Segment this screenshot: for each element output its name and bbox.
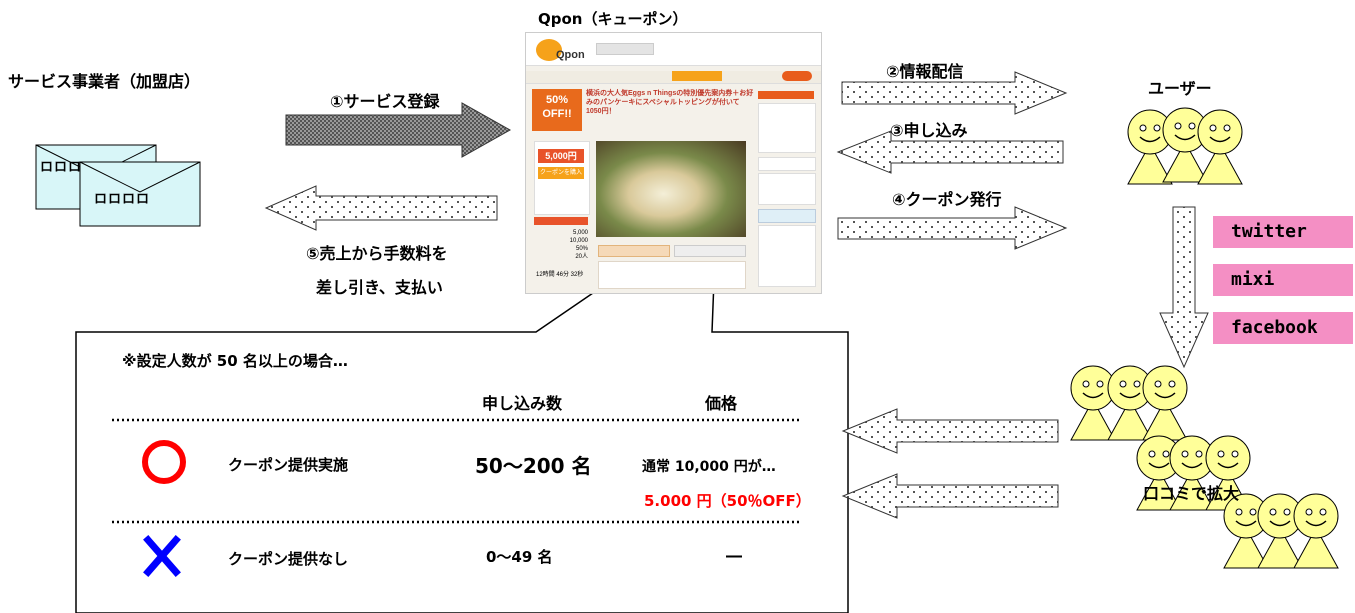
person-body (1293, 526, 1339, 569)
qpon-stats: 5,000 10,000 50% 20人 (569, 230, 588, 260)
arrow-application (836, 130, 1064, 174)
person-body (1127, 142, 1173, 185)
person-body (1136, 468, 1182, 511)
eye-icon (1209, 124, 1217, 132)
qpon-logo-icon (536, 39, 562, 61)
callout-condition: ※設定人数が 50 名以上の場合… (122, 352, 348, 370)
qpon-headline: 横浜の大人気Eggs n Thingsの特別優先案内券＋お好みのパンケーキにスペ… (586, 90, 754, 115)
user-group (1070, 107, 1339, 569)
word-of-mouth-label: 口コミで拡大 (1143, 484, 1240, 503)
eye-icon (1188, 122, 1196, 130)
circle-mark-icon (142, 440, 186, 484)
eye-icon (1195, 450, 1203, 458)
eye-icon (1235, 508, 1243, 516)
users-title: ユーザー (1148, 79, 1212, 98)
eye-icon (1153, 124, 1161, 132)
row1-price-normal: 通常 10,000 円が… (642, 459, 776, 475)
qpon-buy-button[interactable]: クーポンを購入 (538, 167, 584, 179)
social-tag-mixi: mixi (1213, 264, 1353, 296)
smiley-face-icon (1197, 109, 1243, 155)
eye-icon (1148, 450, 1156, 458)
arrow-service-register (285, 102, 512, 158)
eye-icon (1154, 380, 1162, 388)
smile-icon (1181, 462, 1203, 469)
eye-icon (1162, 450, 1170, 458)
smile-icon (1235, 520, 1257, 527)
eye-icon (1249, 508, 1257, 516)
smile-icon (1209, 136, 1231, 143)
smile-icon (1154, 392, 1176, 399)
row1-label: クーポン提供実施 (228, 456, 349, 474)
qpon-food-photo (596, 141, 746, 237)
eye-icon (1119, 380, 1127, 388)
arrow-word-of-mouth (1159, 206, 1209, 369)
eye-icon (1139, 124, 1147, 132)
smile-icon (1119, 392, 1141, 399)
smile-icon (1139, 136, 1161, 143)
smile-icon (1269, 520, 1291, 527)
step3-label: ③申し込み (890, 121, 968, 140)
arrow-crowd-1 (841, 408, 1059, 454)
step2-label: ②情報配信 (886, 62, 964, 81)
eye-icon (1283, 508, 1291, 516)
person-body (1223, 526, 1269, 569)
eye-icon (1231, 450, 1239, 458)
qpon-price: 5,000円 (538, 149, 584, 163)
merchant-card-back-text: ロロロ (40, 160, 83, 175)
row2-price: ― (726, 546, 742, 565)
qpon-discount-badge: 50% OFF!! (532, 89, 582, 131)
cross-mark-icon (143, 535, 181, 577)
eye-icon (1174, 122, 1182, 130)
smile-icon (1305, 520, 1327, 527)
eye-icon (1223, 124, 1231, 132)
eye-icon (1181, 450, 1189, 458)
smiley-face-icon (1205, 435, 1251, 481)
arrow-crowd-2 (841, 473, 1059, 519)
eye-icon (1319, 508, 1327, 516)
row1-price-discount: 5.000 円（50％OFF） (644, 492, 811, 510)
arrow-info-delivery (841, 71, 1068, 115)
eye-icon (1096, 380, 1104, 388)
arrow-coupon-issue (837, 206, 1068, 250)
callout-box (75, 279, 849, 613)
qpon-timer: 12時間 46分 32秒 (536, 272, 584, 278)
person-body (1107, 398, 1153, 441)
smiley-face-icon (1293, 493, 1339, 539)
row1-count: 50～200 名 (475, 454, 592, 478)
person-body (1070, 398, 1116, 441)
eye-icon (1217, 450, 1225, 458)
eye-icon (1133, 380, 1141, 388)
person-body (1162, 140, 1208, 183)
smile-icon (1082, 392, 1104, 399)
eye-icon (1082, 380, 1090, 388)
person-body (1169, 468, 1215, 511)
merchant-title: サービス事業者（加盟店） (8, 72, 201, 91)
step4-label: ④クーポン発行 (892, 190, 1002, 209)
col-applications-header: 申し込み数 (482, 394, 563, 413)
eye-icon (1168, 380, 1176, 388)
row2-label: クーポン提供なし (228, 550, 349, 568)
eye-icon (1269, 508, 1277, 516)
eye-icon (1305, 508, 1313, 516)
row2-count: 0～49 名 (486, 548, 553, 566)
qpon-screenshot: Qpon 50% OFF!! 横浜の大人気Eggs n Thingsの特別優先案… (525, 32, 822, 294)
smile-icon (1217, 462, 1239, 469)
social-tag-facebook: facebook (1213, 312, 1353, 344)
arrow-payment (264, 185, 498, 231)
col-price-header: 価格 (705, 394, 738, 413)
merchant-card-front (79, 161, 201, 227)
social-tag-twitter: twitter (1213, 216, 1353, 248)
step1-label: ①サービス登録 (330, 92, 440, 111)
qpon-logo: Qpon (556, 49, 585, 61)
smile-icon (1174, 134, 1196, 141)
step5-line1: ⑤売上から手数料を (306, 244, 448, 263)
qpon-title: Qpon（キューポン） (538, 10, 688, 28)
smiley-face-icon (1142, 365, 1188, 411)
step5-line2: 差し引き、支払い (316, 278, 443, 297)
smile-icon (1148, 462, 1170, 469)
person-body (1257, 526, 1303, 569)
person-body (1197, 142, 1243, 185)
merchant-card-front-text: ロロロロ (94, 192, 151, 207)
